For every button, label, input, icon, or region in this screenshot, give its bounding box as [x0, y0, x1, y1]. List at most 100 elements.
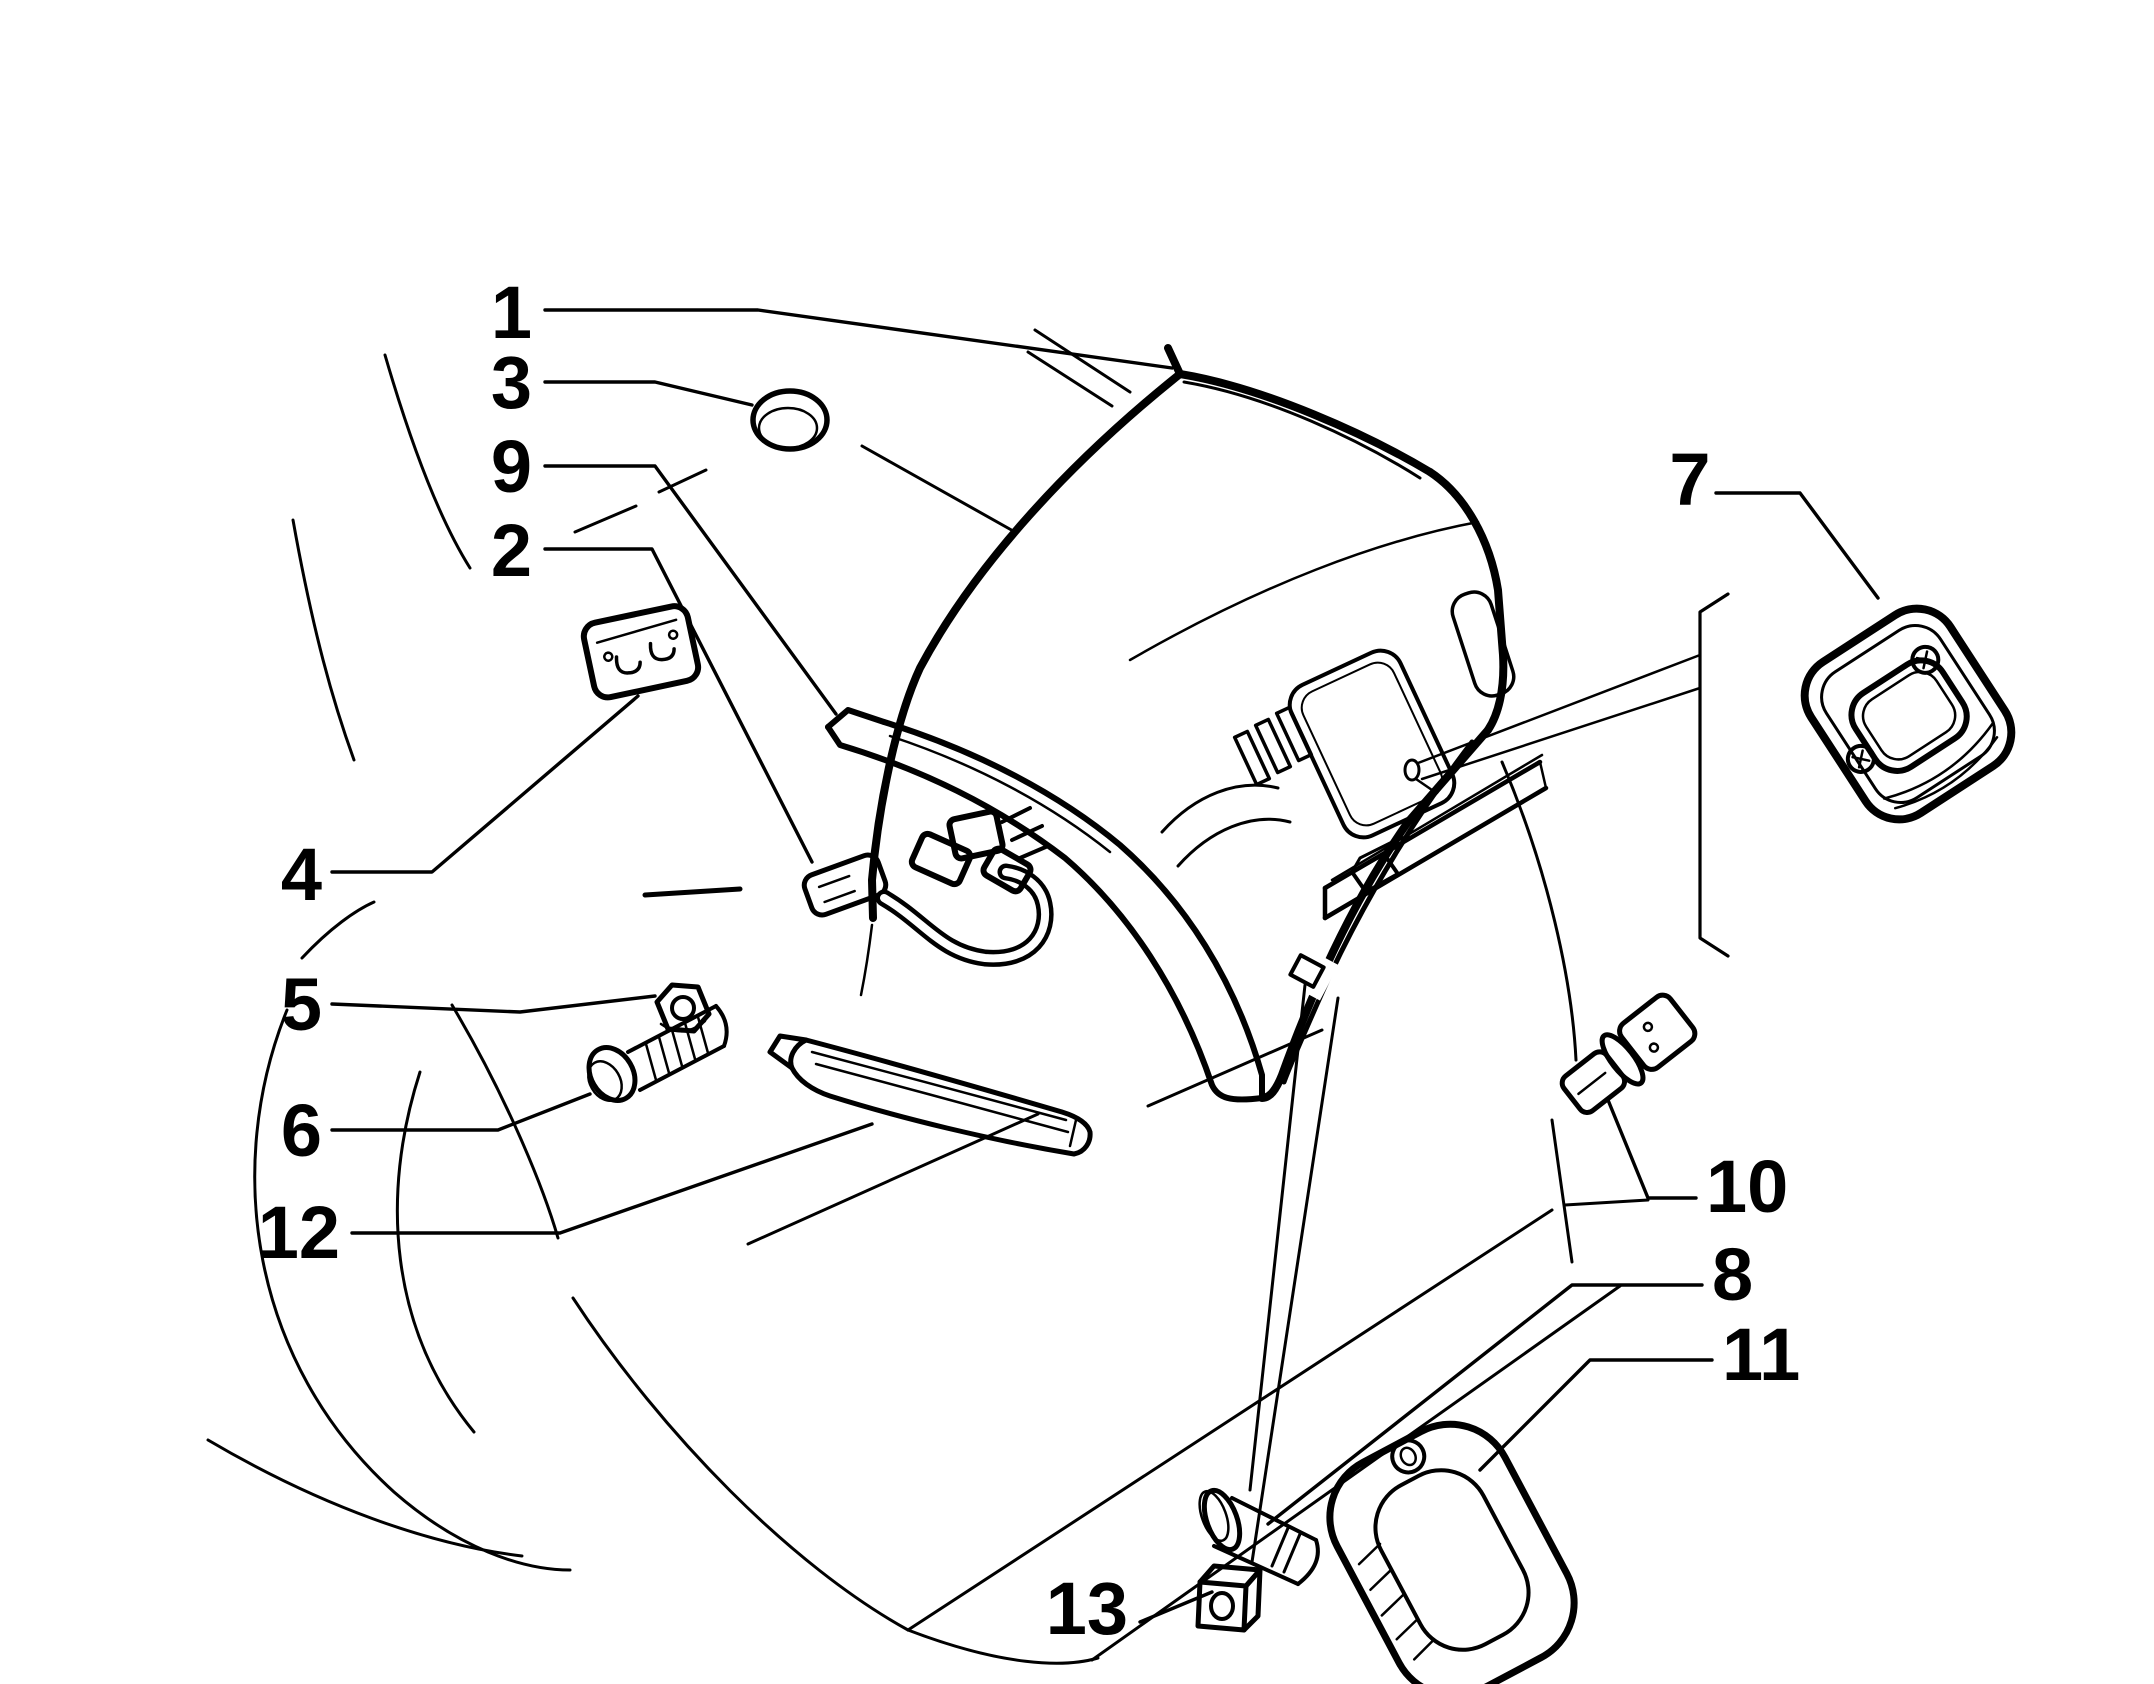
assembly-line-to-nut — [1250, 996, 1340, 1564]
grommet-slots — [817, 874, 856, 904]
latch-block — [1288, 953, 1326, 989]
callout-10[interactable]: 10 — [1706, 1145, 1788, 1228]
housing-outer — [1800, 604, 2016, 824]
harness-cable-core — [880, 868, 1050, 963]
leader-11 — [1478, 1358, 1714, 1472]
leader-13 — [1138, 1590, 1214, 1624]
lock-pin-head — [1403, 758, 1421, 782]
leader-7 — [1714, 491, 1880, 600]
bumper-corner-horizontal — [1563, 1198, 1650, 1207]
quarter-crease — [450, 1003, 560, 1240]
harness-connector-1 — [908, 830, 974, 888]
nut13-front — [1195, 1579, 1249, 1633]
leader-9 — [543, 464, 838, 716]
housing-screw-left — [1845, 743, 1876, 774]
callout-2[interactable]: 2 — [491, 509, 532, 592]
rear-panel-line-1 — [906, 1208, 1554, 1632]
plate-lamp-housing — [1800, 604, 2016, 824]
callout-1[interactable]: 1 — [491, 271, 532, 354]
trunk-lid — [825, 344, 1516, 1103]
callout-4[interactable]: 4 — [281, 833, 322, 916]
strip-inner-line-1 — [810, 1050, 1068, 1122]
harness-grommet — [801, 852, 889, 918]
bracket-hole-1 — [603, 651, 614, 662]
deck-dash-2 — [657, 468, 708, 494]
lid-crease-line — [1128, 520, 1480, 662]
slat-2 — [1253, 717, 1293, 775]
callout-3[interactable]: 3 — [491, 341, 532, 424]
handle-hatching — [1357, 1542, 1435, 1661]
grommet-cap — [750, 388, 830, 452]
bracket-pointer-line-2 — [1420, 686, 1702, 781]
bracket-pointer-line-1 — [1416, 653, 1702, 765]
trim-strip — [767, 1033, 1093, 1157]
switch-dot-2 — [1648, 1042, 1660, 1053]
bracket-outline — [580, 603, 702, 701]
strip-fork — [767, 1033, 809, 1071]
rear-window-line-2 — [1026, 350, 1114, 408]
hinge-bracket — [580, 603, 702, 701]
bolt8-rings — [1270, 1526, 1302, 1574]
bumper-lower-left — [206, 1438, 524, 1558]
callout-8[interactable]: 8 — [1712, 1233, 1753, 1316]
group-bracket — [1698, 592, 1730, 958]
lid-left-edge — [868, 370, 1184, 922]
callout-12[interactable]: 12 — [258, 1191, 340, 1274]
shelf-line-1 — [746, 1112, 1040, 1246]
lid-front-edge-inner — [1182, 380, 1422, 480]
handle-gasket — [1326, 1420, 1578, 1684]
strip-outline — [788, 1037, 1093, 1157]
lid-front-edge — [1164, 344, 1434, 476]
callout-5[interactable]: 5 — [281, 963, 322, 1046]
callout-6[interactable]: 6 — [281, 1089, 322, 1172]
c-pillar-inner-line — [291, 518, 356, 762]
bolt-shank-bottom — [638, 1044, 726, 1092]
leader-4 — [330, 694, 640, 874]
vent-slats — [1232, 705, 1314, 787]
quarter-top-arc — [300, 900, 376, 960]
deck-dash-1 — [573, 504, 638, 534]
switch-dot-1 — [1642, 1021, 1654, 1033]
switch-body — [1617, 992, 1698, 1072]
housing-bottom-line-1 — [1882, 722, 1995, 800]
shoulder-bolt — [1198, 1487, 1320, 1586]
callout-9[interactable]: 9 — [491, 425, 532, 508]
left-lamp-pocket — [1160, 783, 1292, 868]
lock-pin-stem — [1414, 777, 1434, 792]
nut-hex — [654, 982, 712, 1034]
shelf-bar — [642, 886, 743, 898]
leader-10 — [1606, 1098, 1698, 1200]
bolt-head-inner — [587, 1060, 623, 1102]
bumper-left-curve — [571, 1296, 1100, 1665]
lock-pin — [1403, 758, 1434, 792]
harness-connector-3 — [980, 845, 1034, 895]
left-pocket-arc-2 — [1176, 817, 1292, 868]
callout-13[interactable]: 13 — [1046, 1567, 1128, 1650]
lid-right-edge — [1426, 468, 1508, 734]
seal-channel-bottom-edge — [825, 724, 1265, 1103]
leader-5 — [330, 994, 657, 1014]
bracket-top-line — [595, 618, 678, 644]
rear-panel-line-2 — [1090, 1284, 1622, 1662]
nut13-hole — [1209, 1591, 1235, 1621]
leader-1 — [543, 308, 1174, 370]
callout-7[interactable]: 7 — [1669, 438, 1710, 521]
wiring-harness-part — [801, 852, 889, 918]
housing-screw-right-cross — [1915, 650, 1935, 670]
callout-numbers: 1 3 9 2 4 5 6 12 7 10 8 11 13 — [258, 271, 1801, 1650]
harness-connector-2 — [946, 808, 1006, 862]
assembly-line-to-bolt — [1248, 983, 1307, 1492]
right-pocket-outline — [1450, 590, 1516, 698]
seal-channel-tip-fold — [825, 707, 887, 730]
flange-nut — [654, 982, 712, 1034]
leader-12 — [350, 1122, 874, 1235]
bracket-hook-1 — [614, 655, 642, 675]
rear-window-line-1 — [1033, 328, 1132, 394]
callout-11[interactable]: 11 — [1722, 1313, 1800, 1396]
seal-channel-inner-line — [888, 734, 1112, 854]
housing-screw-right — [1910, 644, 1941, 675]
latch-detail — [1279, 943, 1339, 1001]
housing-window-inner — [1861, 670, 1957, 761]
